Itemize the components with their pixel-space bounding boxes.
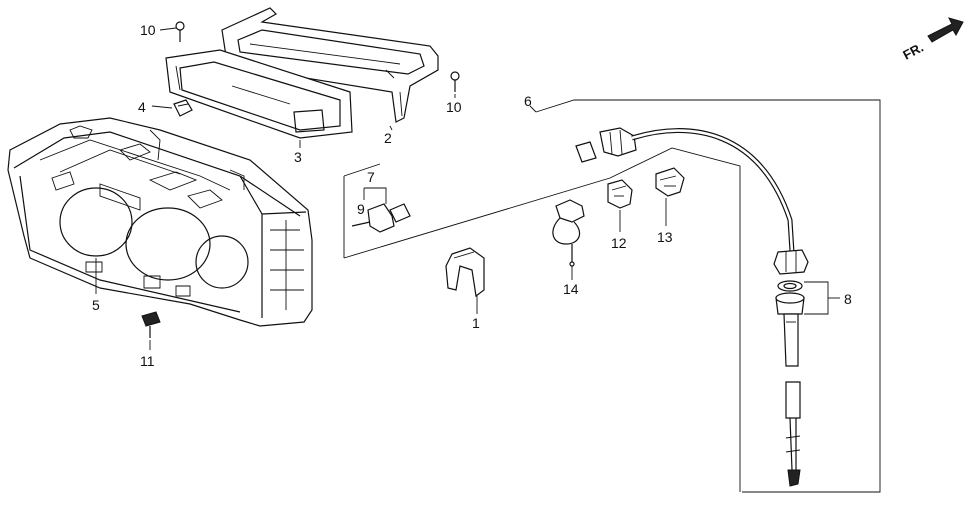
callout-4: 4 — [138, 99, 146, 115]
callout-8: 8 — [844, 291, 852, 307]
callout-labels: 1 2 3 4 5 6 7 8 9 10 10 11 12 13 14 — [92, 22, 852, 369]
part-cable-end-seal — [775, 280, 805, 367]
callout-3: 3 — [294, 149, 302, 165]
callout-2: 2 — [384, 130, 392, 146]
part-screw-upper — [175, 21, 185, 42]
front-direction-label: FR. — [900, 40, 926, 63]
part-screw-lower — [141, 311, 161, 338]
part-cable-holder-a — [607, 179, 633, 209]
callout-6: 6 — [524, 93, 532, 109]
callout-14: 14 — [563, 281, 579, 297]
part-cable-holder-b — [655, 167, 685, 197]
callout-10-right: 10 — [446, 99, 462, 115]
part-cable-clamp — [445, 247, 485, 298]
part-speedometer-cable — [351, 127, 809, 275]
callout-11: 11 — [140, 353, 155, 369]
part-clip-small — [173, 99, 193, 117]
part-wire-clip — [552, 199, 585, 267]
front-arrow-icon — [927, 17, 964, 43]
part-screw-right — [450, 71, 460, 92]
callout-10-upper: 10 — [140, 22, 156, 38]
front-direction-indicator: FR. — [900, 17, 964, 63]
part-inner-cable — [785, 381, 801, 487]
part-lens-panel — [165, 49, 353, 139]
callout-1: 1 — [472, 315, 480, 331]
callout-9: 9 — [357, 201, 365, 217]
part-visor-bezel — [221, 7, 439, 123]
callout-12: 12 — [611, 235, 627, 251]
callout-7: 7 — [367, 169, 375, 185]
callout-5: 5 — [92, 297, 100, 313]
part-instrument-cluster — [7, 117, 313, 327]
assembly-outline — [343, 99, 881, 493]
leader-lines — [95, 27, 840, 350]
callout-13: 13 — [657, 229, 673, 245]
